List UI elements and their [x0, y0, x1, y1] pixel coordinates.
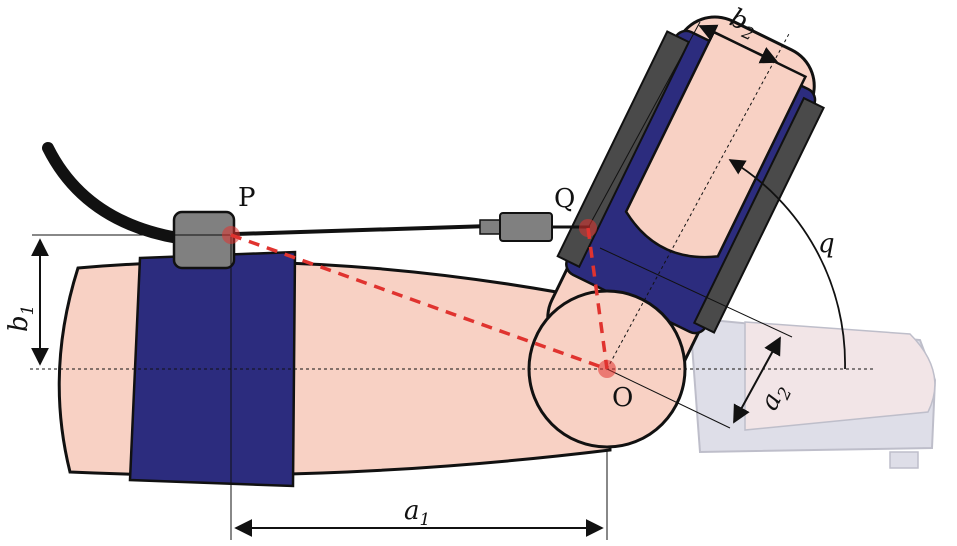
- forearm-axis: [606, 31, 791, 370]
- svg-text:b1: b1: [4, 305, 38, 332]
- actuator-body: [499, 212, 553, 242]
- ghost-clamp: [889, 451, 919, 469]
- construction-lines: [230, 227, 609, 371]
- line-Q-O: [586, 227, 609, 370]
- a2-arrow: [733, 336, 781, 424]
- label-b1-sub: 1: [18, 305, 38, 316]
- ghost-forearm-skin: [744, 321, 936, 431]
- label-q: q: [818, 229, 835, 259]
- b2-ext: [587, 21, 701, 229]
- a2-ext-top: [599, 247, 793, 338]
- actuator-connector: [479, 219, 503, 235]
- forearm-skin-window: [624, 30, 808, 259]
- forearm-strap-bottom: [692, 96, 825, 334]
- forearm-strap-top: [556, 30, 691, 269]
- cable-rod: [204, 224, 491, 237]
- b2-arrow: [698, 24, 779, 64]
- point-Q-marker: [579, 219, 597, 237]
- label-a1-base: a: [404, 496, 420, 526]
- angle-arc-q: [728, 159, 846, 370]
- label-P: P: [238, 183, 256, 213]
- label-b1: b1: [4, 305, 38, 332]
- label-b1-base: b: [4, 315, 34, 332]
- label-a1-sub: 1: [420, 510, 431, 530]
- ghost-forearm: [688, 316, 937, 469]
- label-a1: a1: [404, 496, 430, 530]
- label-Q: Q: [554, 184, 575, 214]
- point-O-marker: [598, 360, 616, 378]
- line-P-O: [230, 233, 608, 371]
- a2-ext-bottom: [606, 368, 731, 429]
- point-P-marker: [222, 226, 240, 244]
- label-O: O: [612, 383, 633, 413]
- cable: [42, 142, 184, 244]
